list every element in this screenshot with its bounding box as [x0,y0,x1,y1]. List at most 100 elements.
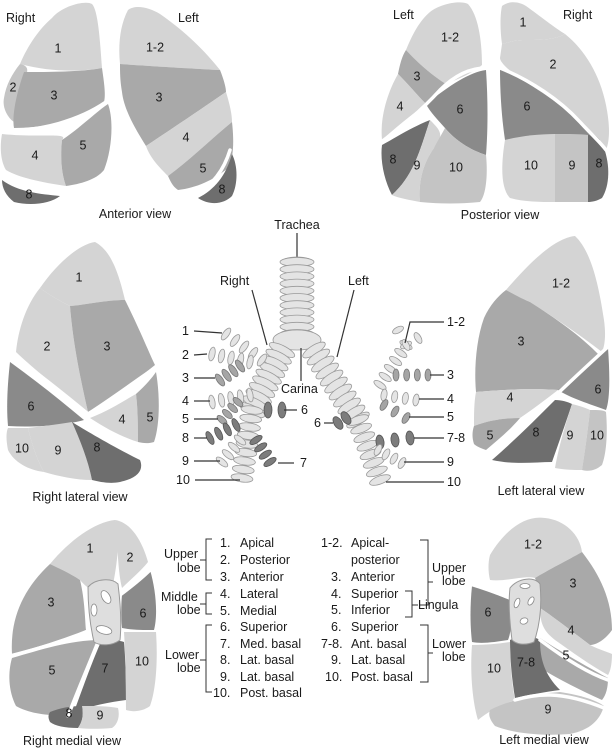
right-branch-labels: 1 2 3 4 5 8 9 10 6 7 [176,324,308,487]
right-medial-view-title: Right medial view [23,734,122,748]
segment-9 [78,706,119,729]
segment-label: 3 [51,88,58,102]
branch-label: 1-2 [447,315,465,329]
segment-3 [70,300,155,412]
segment-8 [381,120,430,195]
trachea [272,256,322,351]
cartilage-ring [238,340,250,354]
cartilage-ring [230,473,254,483]
cartilage-ring [258,449,272,460]
lobe-label: lobe [177,561,201,575]
segment-label: 1-2 [524,537,542,551]
cartilage-ring [413,368,421,382]
right-lateral-view-title: Right lateral view [32,490,128,504]
legend-name: Med. basal [240,637,301,651]
segment-9 [555,404,590,470]
cartilage-ring [208,346,216,362]
legend-num: 3. [331,570,341,584]
segment-4 [540,608,612,675]
cartilage-ring [353,431,376,443]
cartilage-ring [403,368,411,382]
segment-label: 6 [457,102,464,116]
segment-label: 1-2 [552,276,570,290]
segment-label: 7 [102,661,109,675]
segment-3 [535,552,612,645]
segment-label: 3 [518,334,525,348]
segment-label: 10 [590,428,604,442]
segmental-bronchi [205,325,432,469]
legend-num: 4. [220,587,230,601]
segment-label: 10 [524,158,538,172]
branch-label: 7-8 [447,431,465,445]
cartilage-ring [222,409,233,419]
cartilage-ring [401,391,409,405]
cartilage-ring [390,432,400,448]
segment-label: 3 [414,69,421,83]
lobe-label: Lower [165,648,199,662]
segment-6 [470,586,512,643]
right-medial-view-panel: 1 2 3 6 5 7 10 8 9 Right medial view [8,520,157,748]
left-lung-legend: 1-2. Apical- posterior 3. Anterior 4. Su… [321,536,466,684]
vessel-opening [519,617,529,625]
segment-6 [558,348,610,410]
cartilage-ring [215,456,229,468]
segment-label: 8 [94,440,101,454]
segment-6 [7,362,85,427]
segment-label: 8 [66,706,73,720]
cartilage-ring [217,348,226,364]
posterior-side-label-left: Left [393,8,414,22]
branch-label: 3 [447,368,454,382]
legend-num: 5. [220,604,230,618]
branch-label: 4 [447,392,454,406]
legend-name: Post. basal [240,686,302,700]
segment-1-2 [506,236,606,352]
legend-name: Lat. basal [351,653,405,667]
segment-label: 6 [524,99,531,113]
segment-label: 1 [76,270,83,284]
vessel-opening [513,597,521,609]
cartilage-ring [240,405,264,415]
cartilage-ring [217,392,226,408]
branch-label: 9 [447,455,454,469]
segment-label: 8 [219,182,226,196]
cartilage-ring [254,442,268,453]
segment-label: 6 [28,399,35,413]
legend-name: Lat. basal [240,653,294,667]
branch-label: 10 [447,475,461,489]
legend-num: 7-8. [321,637,343,651]
branch-label: 10 [176,473,190,487]
posterior-side-label-right: Right [563,8,593,22]
vessel-opening [100,590,112,604]
legend-name: Anterior [240,570,284,584]
segment-label: 9 [567,428,574,442]
segment-1 [50,520,118,593]
bronchial-tree-panel: Trachea Right Left Carina 1 2 3 4 5 8 9 [176,218,465,489]
legend-name: posterior [351,553,400,567]
left-main-bronchus [302,341,391,486]
segment-label: 8 [596,156,603,170]
legend-num: 6. [220,620,230,634]
cartilage-ring [366,465,388,478]
segment-2 [115,520,148,588]
cartilage-ring [233,456,256,466]
segment-label: 1 [520,15,527,29]
legend-num: 9. [331,653,341,667]
segment-5 [136,372,159,444]
segment-4 [381,74,426,140]
segment-label: 8 [390,152,397,166]
vessel-opening [90,603,98,617]
vessel-opening [527,596,535,606]
anterior-view-title: Anterior view [99,207,172,221]
segment-label: 4 [568,623,575,637]
cartilage-ring [389,452,399,465]
branch-label: 6 [301,403,308,417]
cartilage-ring [263,457,277,467]
cartilage-ring [373,380,387,390]
vessel-opening [95,625,113,635]
segment-label: 3 [104,339,111,353]
vessel-opening [519,583,531,589]
segment-label: 2 [127,550,134,564]
branch-label: 9 [182,454,189,468]
cartilage-ring [412,393,420,407]
